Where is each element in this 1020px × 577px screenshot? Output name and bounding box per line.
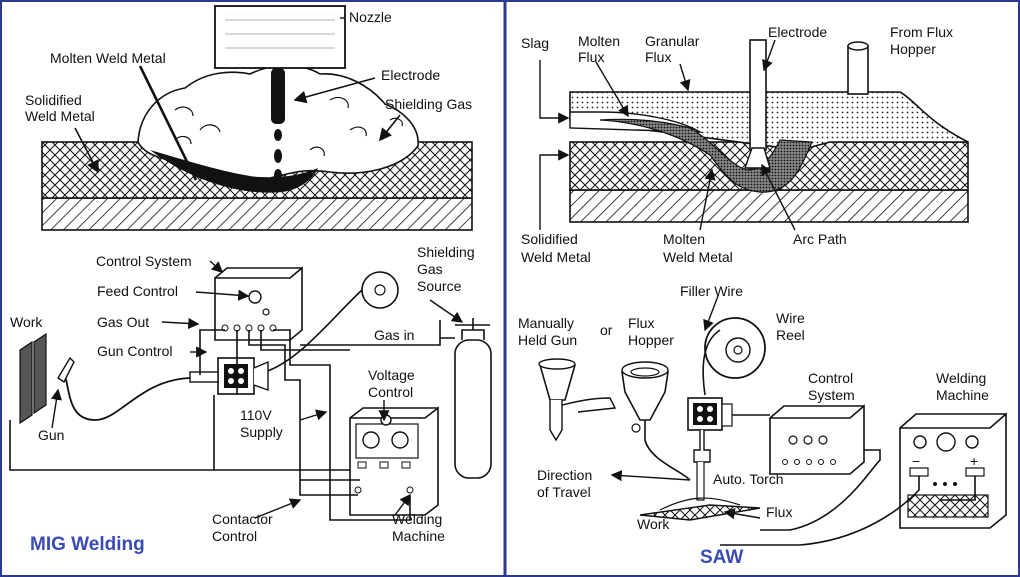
label-contactor-1: Contactor: [212, 511, 273, 527]
molten-pool: [150, 150, 318, 193]
label-contactor-2: Control: [212, 528, 257, 544]
label-molten-flux-2: Flux: [578, 49, 604, 65]
gun-cable: [64, 374, 191, 421]
label-feed-control: Feed Control: [97, 283, 178, 299]
label-control-2: System: [808, 387, 855, 403]
label-supply-2: Supply: [240, 424, 283, 440]
mig-base-plate: [41, 197, 473, 231]
mig-equipment: [9, 260, 492, 521]
mig-wiring: [9, 320, 455, 521]
label-gas-source-1: Shielding: [417, 244, 475, 260]
saw-wiring: [720, 414, 976, 546]
label-control-system: Control System: [96, 253, 192, 269]
label-manual-2: Held Gun: [518, 332, 577, 348]
label-solid-1: Solidified: [521, 231, 578, 247]
label-voltage-1: Voltage: [368, 367, 415, 383]
label-hopper-2: Hopper: [890, 41, 936, 57]
label-gas-source-3: Source: [417, 278, 462, 294]
saw-cross-section: [539, 39, 969, 231]
droplet-3: [274, 169, 282, 181]
control-box: [214, 266, 303, 341]
label-molten-weld-metal: Molten Weld Metal: [50, 50, 166, 66]
label-arc-path: Arc Path: [793, 231, 847, 247]
caption-mig-welding: MIG Welding: [30, 534, 145, 555]
mig-electrode: [271, 68, 285, 124]
caption-saw: SAW: [700, 547, 743, 568]
label-auto-torch: Auto. Torch: [713, 471, 784, 487]
leader-electrode: [293, 77, 376, 104]
welding-gun: [57, 356, 75, 384]
label-filler-wire: Filler Wire: [680, 283, 743, 299]
label-gas-in: Gas in: [374, 327, 414, 343]
label-electrode: Electrode: [381, 67, 440, 83]
leader-shielding: [379, 114, 401, 142]
label-supply-1: 110V: [240, 407, 272, 423]
auto-torch: [693, 430, 711, 463]
label-granular-1: Granular: [645, 33, 700, 49]
label-direction-2: of Travel: [537, 484, 591, 500]
label-saw-flux: Flux: [766, 504, 792, 520]
leader-molten: [138, 65, 198, 181]
label-saw-work: Work: [637, 516, 670, 532]
mig-cross-section: [41, 5, 473, 231]
work-pieces: [19, 332, 47, 425]
label-flux-hopper-2: Hopper: [628, 332, 674, 348]
molten-weld-pool: [599, 118, 813, 193]
label-gas-out: Gas Out: [97, 314, 149, 330]
label-machine-1: Welding: [392, 511, 442, 527]
label-granular-2: Flux: [645, 49, 671, 65]
label-wire-reel-1: Wire: [776, 310, 805, 326]
label-gun-control: Gun Control: [97, 343, 172, 359]
nozzle: [214, 5, 346, 69]
saw-electrode: [749, 39, 767, 151]
label-saw-electrode: Electrode: [768, 24, 827, 40]
label-solid-2: Weld Metal: [521, 249, 591, 265]
label-work: Work: [10, 314, 43, 330]
label-saw-machine-2: Machine: [936, 387, 989, 403]
leader-solidified: [74, 127, 99, 174]
gas-cylinder: [454, 339, 492, 479]
label-minus: −: [912, 453, 920, 469]
label-wire-reel-2: Reel: [776, 327, 805, 343]
label-slag: Slag: [521, 35, 549, 51]
gas-swirl-1: [174, 96, 403, 157]
saw-control-box: [769, 404, 865, 475]
label-machine-2: Machine: [392, 528, 445, 544]
label-molten-2: Weld Metal: [663, 249, 733, 265]
label-gas-source-2: Gas: [417, 261, 443, 277]
label-plus: +: [970, 453, 978, 469]
label-or: or: [600, 322, 613, 338]
label-direction-1: Direction: [537, 467, 592, 483]
label-molten-flux-1: Molten: [578, 33, 620, 49]
flux-hopper-pipe: [847, 45, 869, 95]
label-manual-1: Manually: [518, 315, 574, 331]
droplet-2: [274, 149, 282, 163]
label-saw-machine-1: Welding: [936, 370, 986, 386]
label-nozzle: Nozzle: [349, 9, 392, 25]
droplet-1: [274, 129, 282, 141]
label-hopper-1: From Flux: [890, 24, 953, 40]
saw-base-plate: [569, 189, 969, 223]
label-voltage-2: Control: [368, 384, 413, 400]
nozzle-texture: [225, 19, 335, 49]
label-solidified-2: Weld Metal: [25, 108, 95, 124]
saw-equipment: [538, 295, 1007, 546]
label-gun: Gun: [38, 427, 64, 443]
label-control-1: Control: [808, 370, 853, 386]
label-flux-hopper-1: Flux: [628, 315, 654, 331]
label-solidified-1: Solidified: [25, 92, 82, 108]
label-molten-1: Molten: [663, 231, 705, 247]
granular-flux: [569, 91, 969, 151]
label-shielding-gas: Shielding Gas: [385, 96, 472, 112]
